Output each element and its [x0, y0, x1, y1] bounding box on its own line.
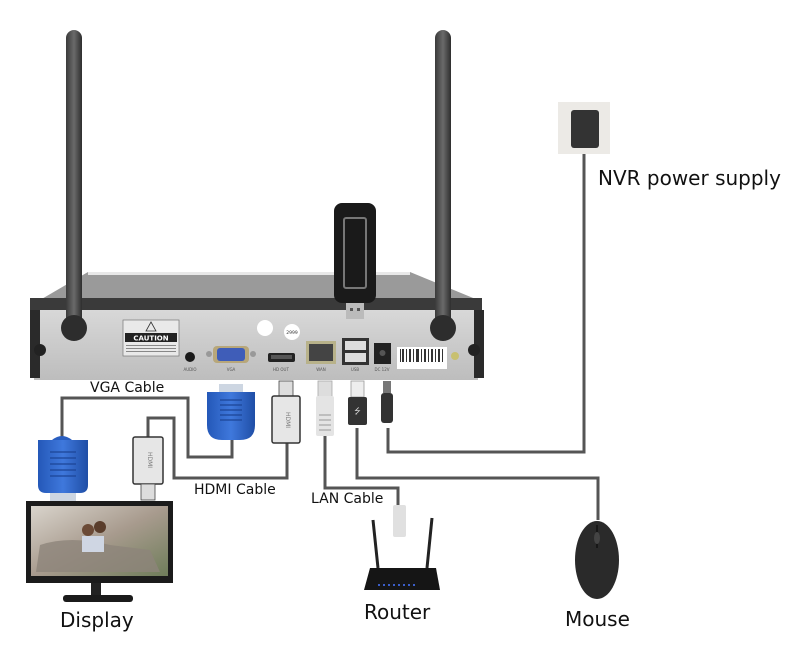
svg-text:USB: USB: [351, 367, 359, 372]
usb-connector-mouse: ⭍: [348, 380, 367, 425]
svg-text:HD OUT: HD OUT: [273, 367, 289, 372]
ground-screw: [451, 352, 459, 360]
display-monitor: [26, 501, 173, 602]
nvr-recorder: CAUTION 2999: [30, 272, 484, 380]
svg-text:HDMI: HDMI: [146, 452, 153, 468]
router-label: Router: [364, 600, 431, 624]
caution-label: CAUTION: [122, 319, 180, 357]
cables: [60, 150, 600, 520]
hdmi-connector-nvr: HDMI: [271, 380, 301, 444]
usb-mouse-cable: [355, 428, 600, 520]
antenna-right: [430, 30, 456, 341]
svg-text:CAUTION: CAUTION: [133, 335, 168, 343]
vga-cable: [60, 396, 234, 459]
power-supply-label: NVR power supply: [598, 166, 781, 190]
svg-text:⭍: ⭍: [354, 407, 361, 416]
mouse-device: [575, 521, 619, 599]
svg-text:WAN: WAN: [316, 367, 325, 372]
vga-connector-display: [38, 436, 88, 501]
display-label: Display: [60, 608, 134, 632]
lan-connector-nvr: [316, 380, 334, 436]
usb-ports: [342, 338, 369, 365]
barcode-label: [397, 347, 447, 369]
antenna-left: [61, 30, 87, 341]
lan-cable-label: LAN Cable: [311, 491, 384, 507]
svg-text:VGA: VGA: [227, 367, 236, 372]
router-device: [364, 505, 440, 590]
dc-power-plug: [381, 381, 393, 423]
hdmi-cable: [146, 416, 289, 480]
vga-port: [206, 346, 256, 363]
vga-cable-label: VGA Cable: [90, 380, 165, 396]
svg-text:2999: 2999: [286, 330, 298, 336]
hdmi-cable-label: HDMI Cable: [194, 482, 276, 498]
lan-cable: [323, 436, 400, 505]
mouse-label: Mouse: [565, 607, 630, 631]
wan-port: [306, 341, 336, 364]
vga-connector-nvr: [207, 384, 255, 440]
audio-port: [185, 352, 195, 362]
svg-text:DC 12V: DC 12V: [375, 367, 390, 372]
wifi-dongle: [334, 203, 376, 319]
svg-text:AUDIO: AUDIO: [183, 367, 196, 372]
power-cable: [386, 150, 586, 454]
hdmi-port: [268, 353, 295, 362]
power-outlet: [558, 102, 610, 154]
hdmi-connector-display: HDMI: [132, 436, 164, 501]
svg-text:HDMI: HDMI: [284, 412, 291, 428]
dc-12v-port: [374, 343, 391, 364]
